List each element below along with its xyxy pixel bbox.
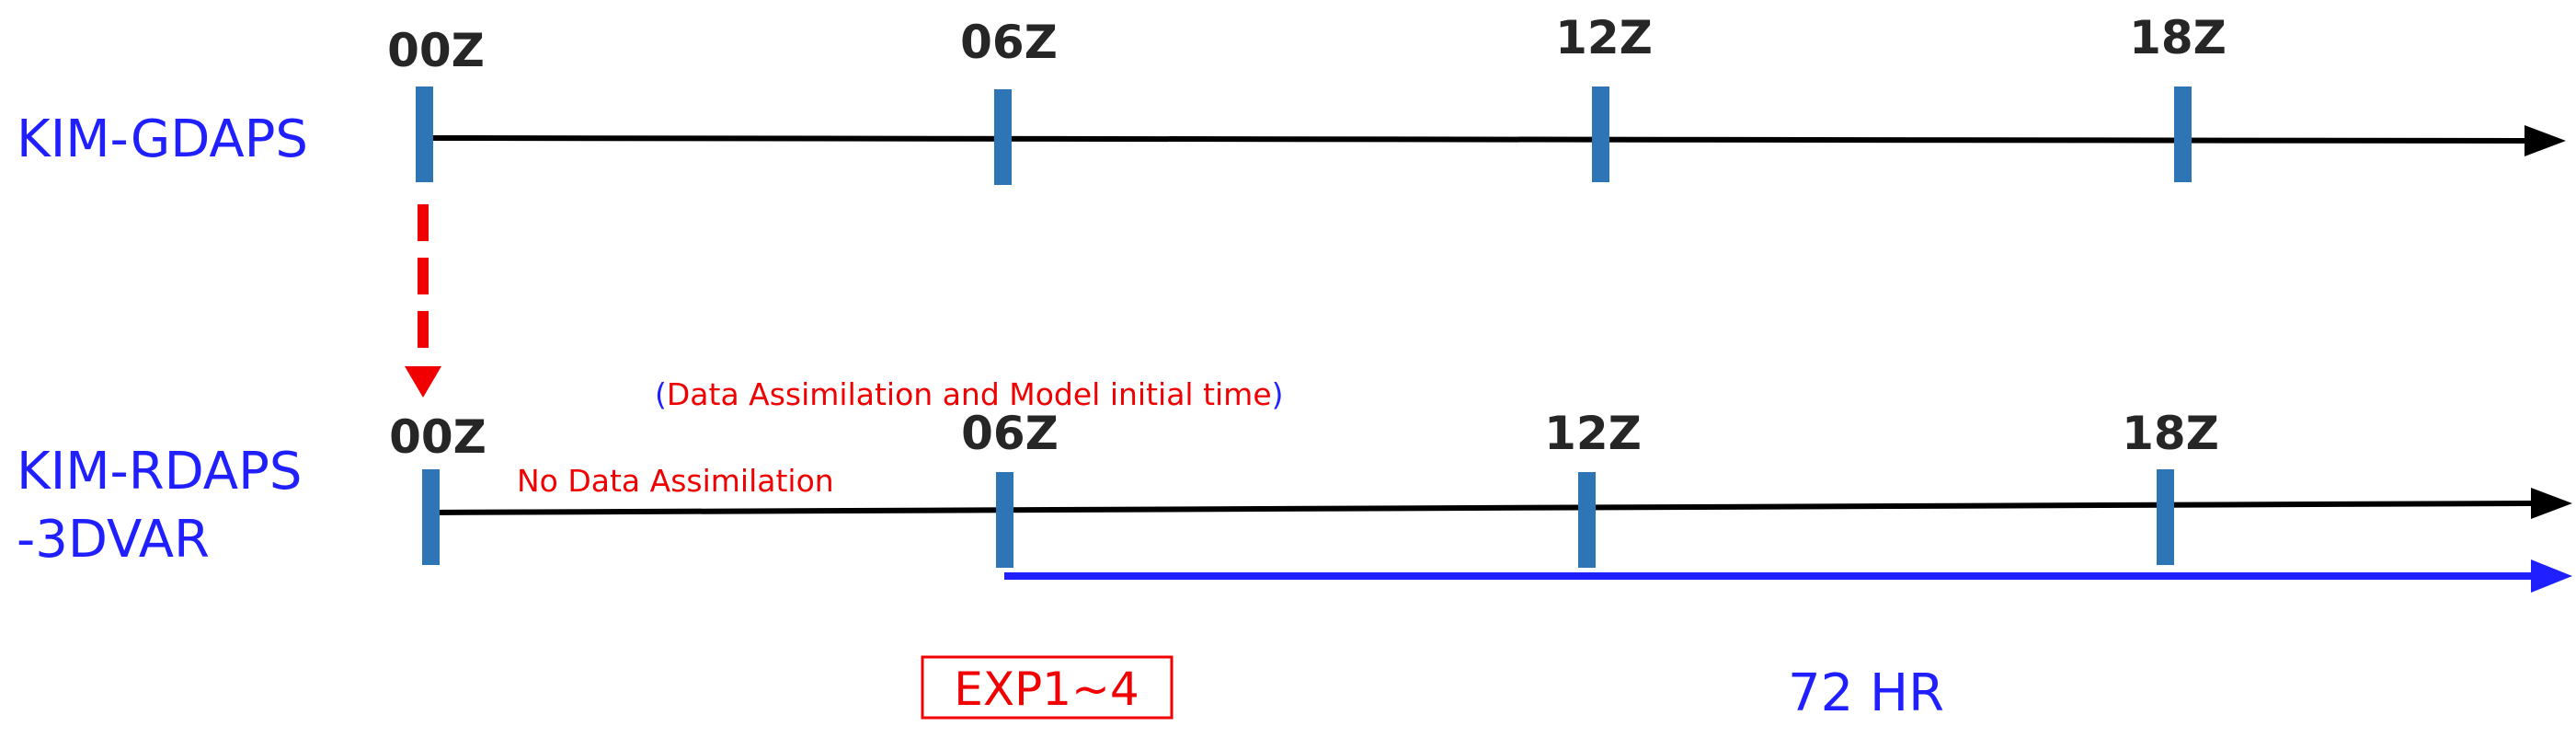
gdaps-tick-06z bbox=[994, 89, 1012, 185]
da-note-open-paren: ( bbox=[655, 376, 667, 412]
rdaps-tick-label-00z: 00Z bbox=[389, 410, 487, 464]
gdaps-tick-18z bbox=[2174, 86, 2192, 182]
rdaps-axis-arrowhead bbox=[2531, 488, 2572, 519]
gdaps-tick-label-06z: 06Z bbox=[960, 16, 1058, 69]
gdaps-timeline-axis bbox=[424, 135, 2525, 144]
da-note-close-paren: ) bbox=[1272, 376, 1284, 412]
da-initial-time-note: (Data Assimilation and Model initial tim… bbox=[655, 376, 1284, 412]
rdaps-tick-06z bbox=[996, 472, 1013, 568]
rdaps-tick-00z bbox=[422, 469, 440, 565]
experiment-box bbox=[921, 655, 1174, 720]
rdaps-tick-12z bbox=[1578, 472, 1596, 568]
rdaps-label-line2: -3DVAR bbox=[17, 510, 210, 570]
rdaps-tick-18z bbox=[2157, 469, 2174, 565]
rdaps-timeline-axis bbox=[424, 501, 2532, 515]
rdaps-tick-label-06z: 06Z bbox=[961, 407, 1059, 460]
gdaps-label: KIM-GDAPS bbox=[17, 110, 308, 169]
rdaps-tick-label-18z: 18Z bbox=[2122, 407, 2219, 460]
gdaps-tick-label-00z: 00Z bbox=[387, 24, 485, 77]
gdaps-tick-12z bbox=[1592, 86, 1609, 182]
da-note-text: Data Assimilation and Model initial time bbox=[667, 376, 1272, 412]
gdaps-tick-00z bbox=[416, 86, 433, 182]
no-da-note: No Data Assimilation bbox=[517, 463, 834, 499]
gdaps-tick-label-12z: 12Z bbox=[1555, 11, 1653, 64]
gdaps-tick-label-18z: 18Z bbox=[2129, 11, 2227, 64]
experiment-box-label: EXP1~4 bbox=[954, 663, 1139, 716]
rdaps-label-line1: KIM-RDAPS bbox=[17, 442, 302, 502]
boundary-transfer-arrowhead bbox=[405, 366, 441, 398]
forecast-period-arrowhead bbox=[2531, 559, 2572, 593]
gdaps-axis-arrowhead bbox=[2524, 125, 2566, 156]
rdaps-tick-label-12z: 12Z bbox=[1544, 407, 1642, 460]
forecast-length-label: 72 HR bbox=[1788, 663, 1944, 723]
